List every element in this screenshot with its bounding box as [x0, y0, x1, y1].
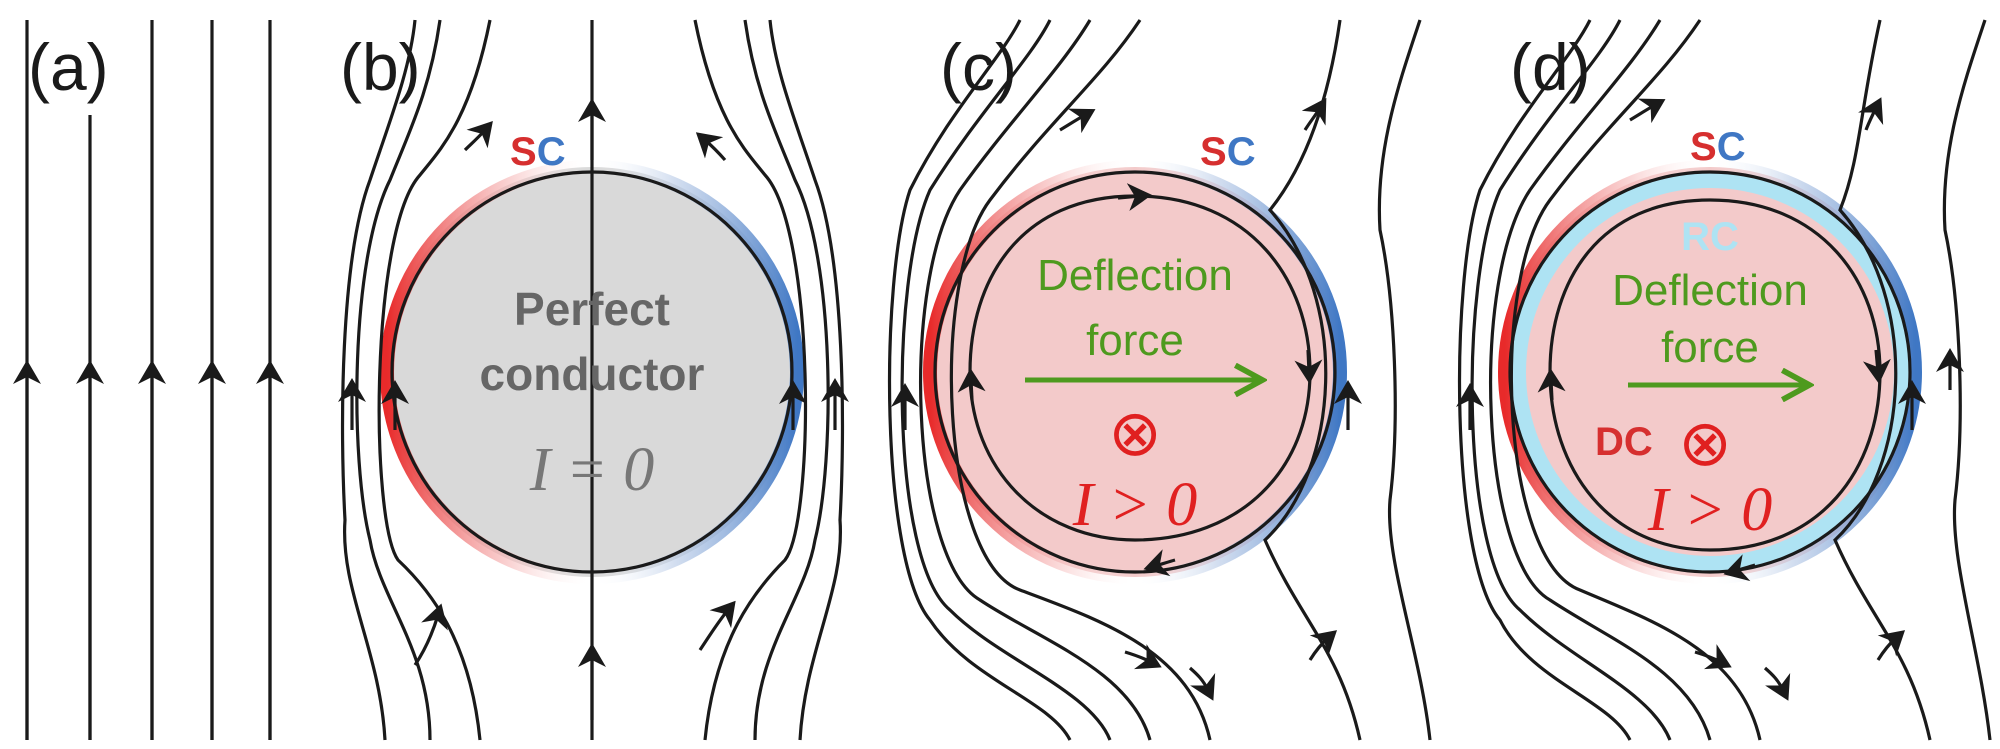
field-line-arrow — [957, 368, 986, 401]
sc-label-s: S — [510, 130, 537, 174]
perfect-text: Perfect — [514, 283, 670, 335]
deflection-text: Deflection — [1612, 266, 1808, 315]
field-line-arrow — [1723, 554, 1756, 582]
field-line-left-3 — [900, 19, 1112, 741]
current-equation: I > 0 — [1647, 476, 1772, 544]
panel-d-field-lines — [1456, 19, 1992, 741]
field-line-left-2 — [1489, 19, 1712, 741]
field-line-arrow — [463, 120, 493, 152]
field-line-arrow — [1117, 183, 1152, 212]
field-line-arrow — [1294, 349, 1323, 384]
field-line-arrow — [1876, 630, 1906, 661]
surface-current-ring — [1498, 160, 1922, 584]
sc-label: SC — [1690, 125, 1746, 169]
rc-label: RC — [1681, 215, 1739, 259]
sc-label-c: C — [537, 130, 566, 174]
force-text: force — [1661, 323, 1759, 372]
field-line-arrow — [1862, 349, 1891, 384]
sc-label-s: S — [1200, 130, 1227, 174]
panel-d: (d) SC RC Defle — [1456, 19, 1992, 741]
surface-current-ring — [923, 160, 1347, 584]
field-line-arrow — [1858, 97, 1884, 131]
field-line-left-4 — [887, 19, 1072, 741]
panel-c: (c) SC — [887, 19, 1432, 741]
field-line-left-1 — [1509, 19, 1762, 741]
current-equation: I = 0 — [529, 436, 654, 504]
field-line-arrow — [1537, 368, 1566, 401]
field-line-arrow — [695, 132, 727, 162]
panel-a-label: (a) — [28, 30, 109, 104]
conductor-disk — [1505, 167, 1915, 577]
sc-label-s: S — [1690, 125, 1717, 169]
conductor-text: conductor — [480, 348, 705, 400]
field-line-left-1 — [949, 19, 1212, 741]
field-line-arrow — [413, 603, 448, 666]
deflection-text: Deflection — [1037, 251, 1233, 300]
panel-b-label: (b) — [340, 30, 421, 104]
field-line-arrow — [1301, 97, 1327, 131]
panel-a-field-lines — [13, 20, 284, 740]
panel-c-label: (c) — [940, 30, 1017, 104]
field-line-arrow — [1124, 644, 1162, 670]
field-line-right-mid — [743, 19, 830, 741]
sc-label: SC — [510, 130, 566, 174]
field-line-arrow — [1188, 666, 1216, 701]
field-line-arrow — [1308, 630, 1338, 661]
panel-c-field-lines — [887, 19, 1432, 741]
field-line-right-outer — [768, 19, 845, 741]
inner-loop — [968, 194, 1312, 542]
field-line-right-2 — [1377, 19, 1432, 741]
field-line-arrow — [1694, 644, 1732, 670]
conductor-boundary — [933, 170, 1337, 574]
force-text: force — [1086, 316, 1184, 365]
current-into-page-icon: ⊗ — [1678, 407, 1732, 481]
field-line-arrow — [1059, 108, 1096, 134]
rc-ring — [1510, 172, 1910, 572]
panel-b: (b) SC Perfect — [338, 19, 849, 741]
inner-loop — [1548, 198, 1882, 552]
field-line-arrow — [1763, 666, 1791, 701]
panel-a: (a) — [13, 20, 284, 740]
field-line-arrow — [698, 600, 736, 651]
field-line-left-2 — [919, 19, 1152, 741]
field-line-arrow — [1143, 549, 1176, 577]
field-line-left-mid — [355, 19, 442, 741]
sc-label: SC — [1200, 130, 1256, 174]
sc-label-c: C — [1717, 125, 1746, 169]
current-equation: I > 0 — [1072, 471, 1197, 539]
conductor-disk — [930, 167, 1340, 577]
field-line-left-outer — [340, 19, 417, 741]
sc-label-c: C — [1227, 130, 1256, 174]
panel-b-field-lines — [338, 19, 849, 741]
field-line-left-3 — [1470, 19, 1672, 741]
current-into-page-icon: ⊗ — [1108, 397, 1162, 471]
field-line-arrow — [1629, 98, 1666, 124]
dc-label: DC — [1595, 420, 1653, 464]
